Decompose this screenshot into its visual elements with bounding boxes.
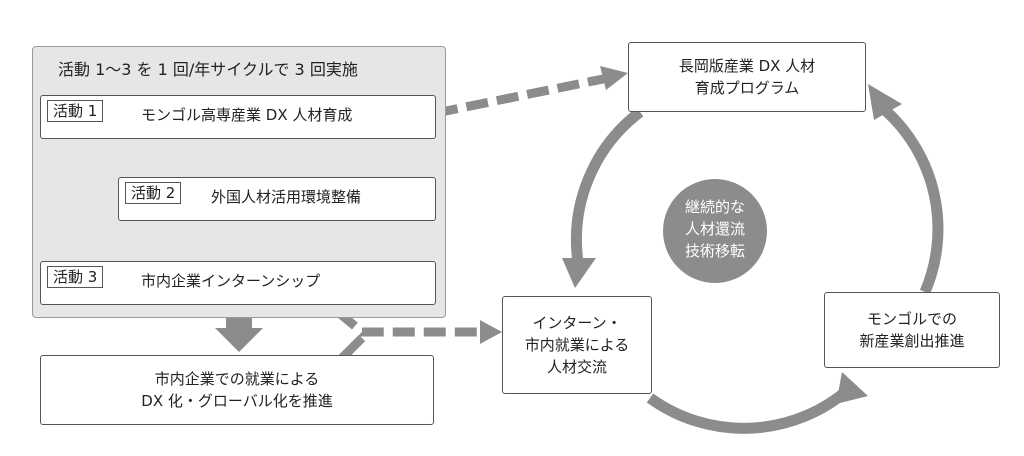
program-line-2: 育成プログラム [694,79,800,97]
activity-2-tag: 活動 2 [125,182,182,204]
cycle-arrowhead-left [562,258,596,288]
hub-circle [663,179,767,283]
gray-arrow-head [215,328,263,352]
outcome-line-2: DX 化・グローバル化を推進 [141,392,333,410]
outcome-line-1: 市内企業での就業による [154,370,320,388]
outcome-box: 市内企業での就業による DX 化・グローバル化を推進 [40,355,434,425]
cycle-arc-right [881,105,944,295]
hub-line-1: 継続的な [684,198,745,216]
activity-1-box: 活動 1 モンゴル高専産業 DX 人材育成 [40,95,436,139]
activity-2-box: 活動 2 外国人材活用環境整備 [118,177,436,221]
dashed-arrowhead-program [600,66,628,90]
group-title: 活動 1〜3 を 1 回/年サイクルで 3 回実施 [58,60,358,79]
activity-3-box: 活動 3 市内企業インターンシップ [40,261,436,305]
activity-2-label: 外国人材活用環境整備 [211,188,362,206]
dashed-link-program [435,73,609,118]
hub-line-2: 人材還流 [684,220,745,238]
cycle-arc-left [570,107,644,263]
program-line-1: 長岡版産業 DX 人材 [678,57,816,75]
exchange-box: インターン・ 市内就業による 人材交流 [502,296,652,394]
mongolia-line-2: 新産業創出推進 [859,332,965,350]
activity-3-label: 市内企業インターンシップ [141,272,321,290]
mongolia-box: モンゴルでの 新産業創出推進 [824,292,1000,368]
exchange-line-3: 人材交流 [546,358,607,376]
mongolia-line-1: モンゴルでの [866,310,957,328]
activity-1-tag: 活動 1 [47,100,104,122]
dashed-arrowhead-exchange [480,320,502,344]
activity-1-label: モンゴル高専産業 DX 人材育成 [141,106,353,124]
exchange-line-1: インターン・ [532,314,622,332]
activity-3-tag: 活動 3 [47,266,104,288]
exchange-line-2: 市内就業による [524,336,630,354]
cycle-arrowhead-right [868,84,902,120]
hub-text: 継続的な 人材還流 技術移転 [660,196,770,262]
cycle-arrowhead-bottom [836,372,868,404]
dashed-link-exchange [335,308,486,337]
program-box: 長岡版産業 DX 人材 育成プログラム [628,42,866,112]
hub-line-3: 技術移転 [684,242,745,260]
cycle-arc-bottom [646,383,854,434]
